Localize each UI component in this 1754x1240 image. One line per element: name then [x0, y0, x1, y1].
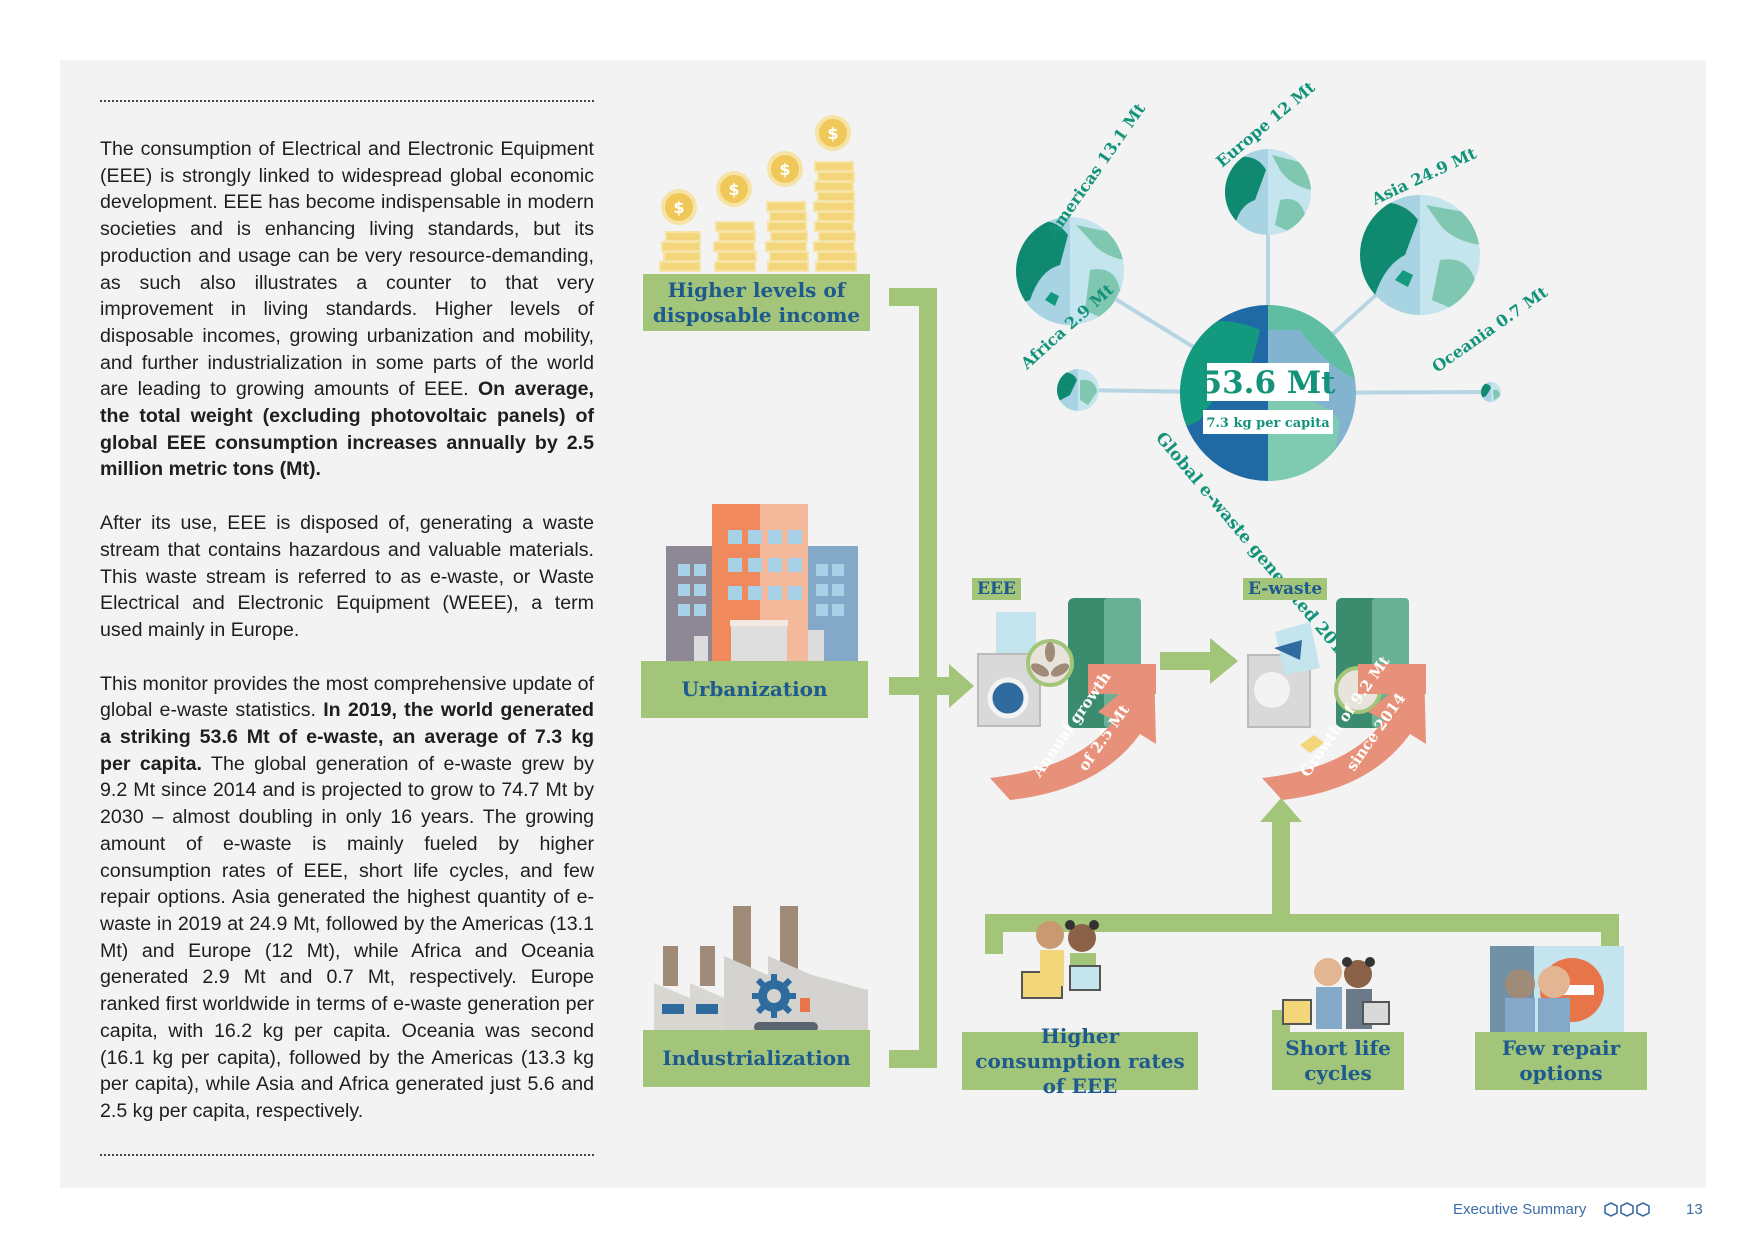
factor-repair-label: Few repair options	[1475, 1032, 1647, 1090]
driver-connector	[889, 288, 974, 1068]
city-buildings-icon	[666, 504, 858, 661]
p1-bold: On average, the total weight (excluding …	[100, 378, 595, 481]
short-life-people-icon	[1282, 957, 1390, 1029]
p3-regular: This monitor provides the most comprehen…	[100, 672, 594, 722]
oceania-globe-icon	[1481, 382, 1501, 402]
bottom-divider	[100, 1154, 594, 1156]
asia-globe-icon	[1360, 195, 1480, 315]
africa-globe-icon	[1057, 369, 1099, 411]
americas-globe-icon	[1016, 217, 1124, 325]
svg-text:$: $	[728, 180, 739, 199]
driver-urbanization-label: Urbanization	[641, 661, 868, 718]
coins-icon: $ $ $ $	[659, 115, 857, 272]
p3-regular-end: The global generation of e-waste grew by…	[100, 752, 594, 1122]
per-capita-value: 7.3 kg per capita	[1206, 416, 1330, 431]
svg-text:$: $	[827, 124, 838, 143]
eee-to-ewaste-arrow	[1160, 638, 1238, 684]
paragraph-1: The consumption of Electrical and Electr…	[100, 136, 594, 483]
top-divider	[100, 100, 594, 102]
europe-globe-icon	[1225, 149, 1311, 235]
ewaste-devices-icon	[1247, 598, 1409, 753]
factory-icon	[654, 906, 868, 1032]
annual-growth-arrow	[990, 664, 1156, 800]
svg-text:$: $	[779, 160, 790, 179]
driver-income-label: Higher levels of disposable income	[643, 274, 870, 331]
repair-people-icon	[1490, 946, 1624, 1032]
paragraph-3: This monitor provides the most comprehen…	[100, 671, 594, 1125]
consumers-people-icon	[1021, 920, 1101, 999]
eee-tag: EEE	[972, 578, 1021, 600]
body-text: The consumption of Electrical and Electr…	[100, 136, 594, 1152]
total-box	[1207, 363, 1329, 401]
paragraph-2: After its use, EEE is disposed of, gener…	[100, 512, 594, 641]
growth-since-2014-arrow	[1262, 664, 1426, 800]
americas-label: Americas 13.1 Mt	[1042, 99, 1149, 241]
per-capita-box	[1203, 410, 1333, 434]
eee-devices-icon	[977, 598, 1141, 728]
page-number: 13	[1686, 1201, 1703, 1218]
total-value: 53.6 Mt	[1201, 365, 1337, 401]
p3-bold: In 2019, the world generated a striking …	[100, 699, 594, 775]
svg-text:$: $	[673, 198, 684, 217]
hexagons-icon	[1604, 1202, 1650, 1217]
ewaste-tag: E-waste	[1243, 578, 1328, 600]
p1-regular: The consumption of Electrical and Electr…	[100, 138, 594, 401]
factor-life-cycles-label: Short life cycles	[1272, 1032, 1404, 1090]
factor-consumption-label: Higher consumption rates of EEE	[962, 1024, 1198, 1098]
factors-connector	[985, 798, 1619, 1050]
driver-industrialization-label: Industrialization	[643, 1030, 870, 1087]
footer-section: Executive Summary	[1453, 1201, 1587, 1218]
gear-icon	[752, 974, 796, 1018]
